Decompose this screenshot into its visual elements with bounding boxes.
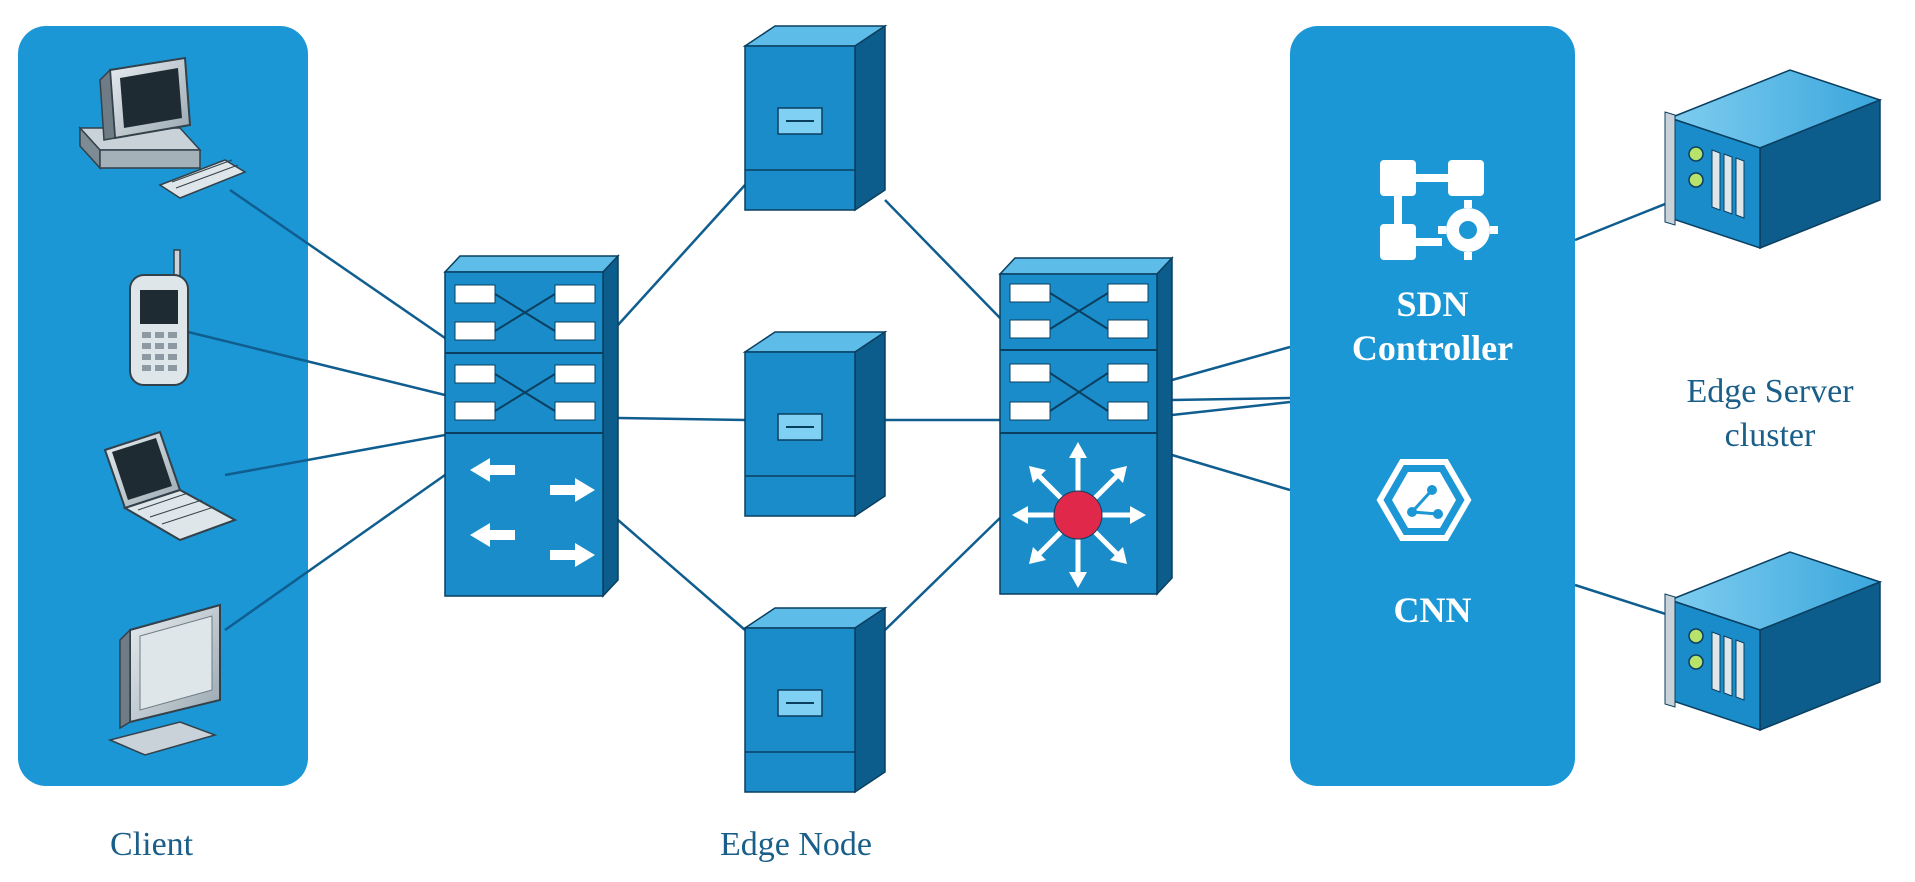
sdn-controller-label: SDN Controller (1290, 282, 1575, 370)
rack-server-icon (1664, 69, 1883, 250)
desktop-computer-icon (78, 56, 247, 199)
link-node3-core (884, 517, 1001, 631)
edge-node-label: Edge Node (720, 826, 873, 863)
link-core-controller-a (1171, 345, 1291, 382)
link-monitor-switch (224, 473, 446, 632)
layer3-switch-icon (998, 256, 1174, 596)
cnn-label: CNN (1393, 590, 1472, 630)
link-core-controller-b (1171, 396, 1291, 402)
edge-server-cluster-label: Edge Server cluster (1640, 370, 1900, 458)
link-node1-core (884, 199, 1001, 319)
rack-server-icon (1664, 551, 1883, 732)
link-phone-switch (179, 328, 446, 397)
edge-server-cluster-label-line1: Edge Server (1686, 373, 1854, 410)
edge-server-icon (742, 606, 888, 794)
sdn-controller-label-line2: Controller (1351, 328, 1514, 368)
link-switch-node3 (617, 519, 746, 631)
edge-server-icon (742, 24, 888, 212)
layer2-switch-icon (443, 254, 620, 598)
link-switch-node1 (617, 184, 746, 326)
edge-server-icon (742, 330, 888, 518)
sdn-controller-icon (1380, 160, 1498, 260)
cnn-hexagon-icon (1376, 459, 1472, 541)
link-switch-node2 (617, 416, 746, 422)
client-panel (18, 26, 308, 786)
client-label: Client (110, 826, 194, 863)
link-core-controller-c (1171, 400, 1291, 417)
link-desktop-switch (229, 188, 446, 340)
controller-panel (1290, 26, 1575, 786)
sdn-controller-label-line1: SDN (1396, 284, 1469, 324)
laptop-icon (103, 430, 238, 542)
edge-server-cluster-label-line2: cluster (1724, 417, 1816, 454)
mobile-phone-icon (129, 249, 189, 386)
link-core-controller-d (1171, 453, 1291, 492)
link-laptop-switch (224, 433, 446, 477)
monitor-icon (107, 603, 221, 756)
